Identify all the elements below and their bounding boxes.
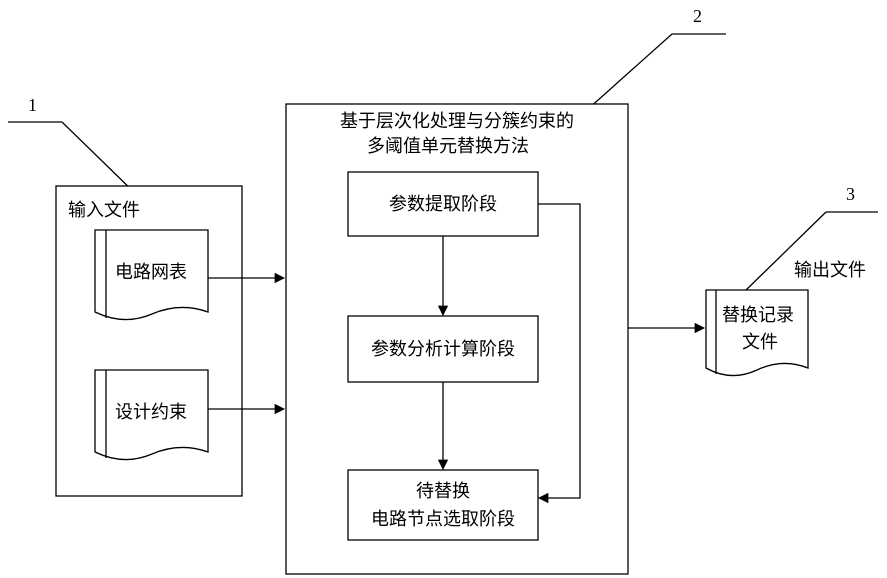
callout-1-number: 1	[28, 95, 37, 115]
parameter-extraction-stage-label: 参数提取阶段	[389, 194, 497, 215]
node-selection-stage-label-line1: 待替换	[416, 481, 470, 502]
callout-2-number: 2	[693, 6, 702, 26]
node-selection-stage-label-line2: 电路节点选取阶段	[371, 509, 515, 530]
method-group: 基于层次化处理与分簇约束的 多阈值单元替换方法 参数提取阶段 参数分析计算阶段 …	[286, 104, 628, 574]
input-files-title: 输入文件	[68, 200, 140, 221]
constraints-document: 设计约束	[95, 370, 208, 460]
parameter-analysis-stage-label: 参数分析计算阶段	[371, 339, 515, 360]
method-title-line1: 基于层次化处理与分簇约束的	[340, 111, 574, 132]
constraints-document-label: 设计约束	[115, 402, 187, 423]
output-document-label-line1: 替换记录	[722, 305, 794, 326]
callout-3-number: 3	[846, 184, 855, 204]
netlist-document-label: 电路网表	[115, 262, 187, 283]
output-group: 输出文件 替换记录 文件	[706, 260, 866, 376]
output-files-label: 输出文件	[794, 260, 866, 281]
input-files-group: 输入文件 电路网表 设计约束	[56, 186, 242, 496]
method-title-line2: 多阈值单元替换方法	[367, 136, 529, 157]
callout-1: 1	[8, 95, 140, 198]
netlist-document: 电路网表	[95, 230, 208, 320]
output-document-label-line2: 文件	[742, 332, 778, 353]
callout-2: 2	[578, 6, 726, 118]
